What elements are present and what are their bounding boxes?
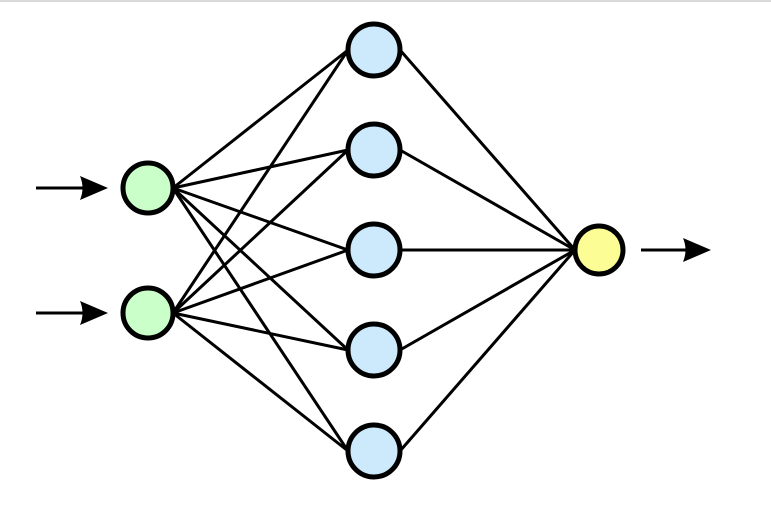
edge-input2-hidden2: [171, 148, 350, 315]
hidden-node-1: [345, 21, 403, 79]
edge-hidden1-output1: [398, 49, 577, 251]
hidden-node-4: [345, 321, 403, 379]
output-arrow-head-icon: [683, 238, 711, 262]
edge-input1-hidden1: [172, 48, 349, 190]
window-top-border: [0, 0, 771, 2]
edge-input1-hidden3: [172, 186, 349, 252]
edge-input2-hidden3: [172, 248, 349, 315]
edge-input1-hidden4: [171, 186, 350, 352]
input-node-2: [120, 285, 176, 341]
edge-input2-hidden1: [171, 49, 350, 314]
edge-input2-hidden5: [172, 311, 349, 453]
edge-input2-hidden4: [172, 311, 349, 352]
edge-hidden2-output1: [399, 148, 576, 252]
edge-input1-hidden5: [171, 187, 350, 452]
hidden-node-3: [345, 221, 403, 279]
hidden-node-5: [345, 422, 403, 480]
edge-hidden5-output1: [398, 249, 577, 452]
output-node-1: [572, 223, 626, 277]
hidden-node-2: [345, 121, 403, 179]
edge-input1-hidden2: [172, 148, 349, 190]
edge-hidden4-output1: [399, 248, 576, 352]
input-arrow-2-head-icon: [80, 301, 108, 325]
input-arrow-1-head-icon: [80, 176, 108, 200]
input-node-1: [120, 160, 176, 216]
